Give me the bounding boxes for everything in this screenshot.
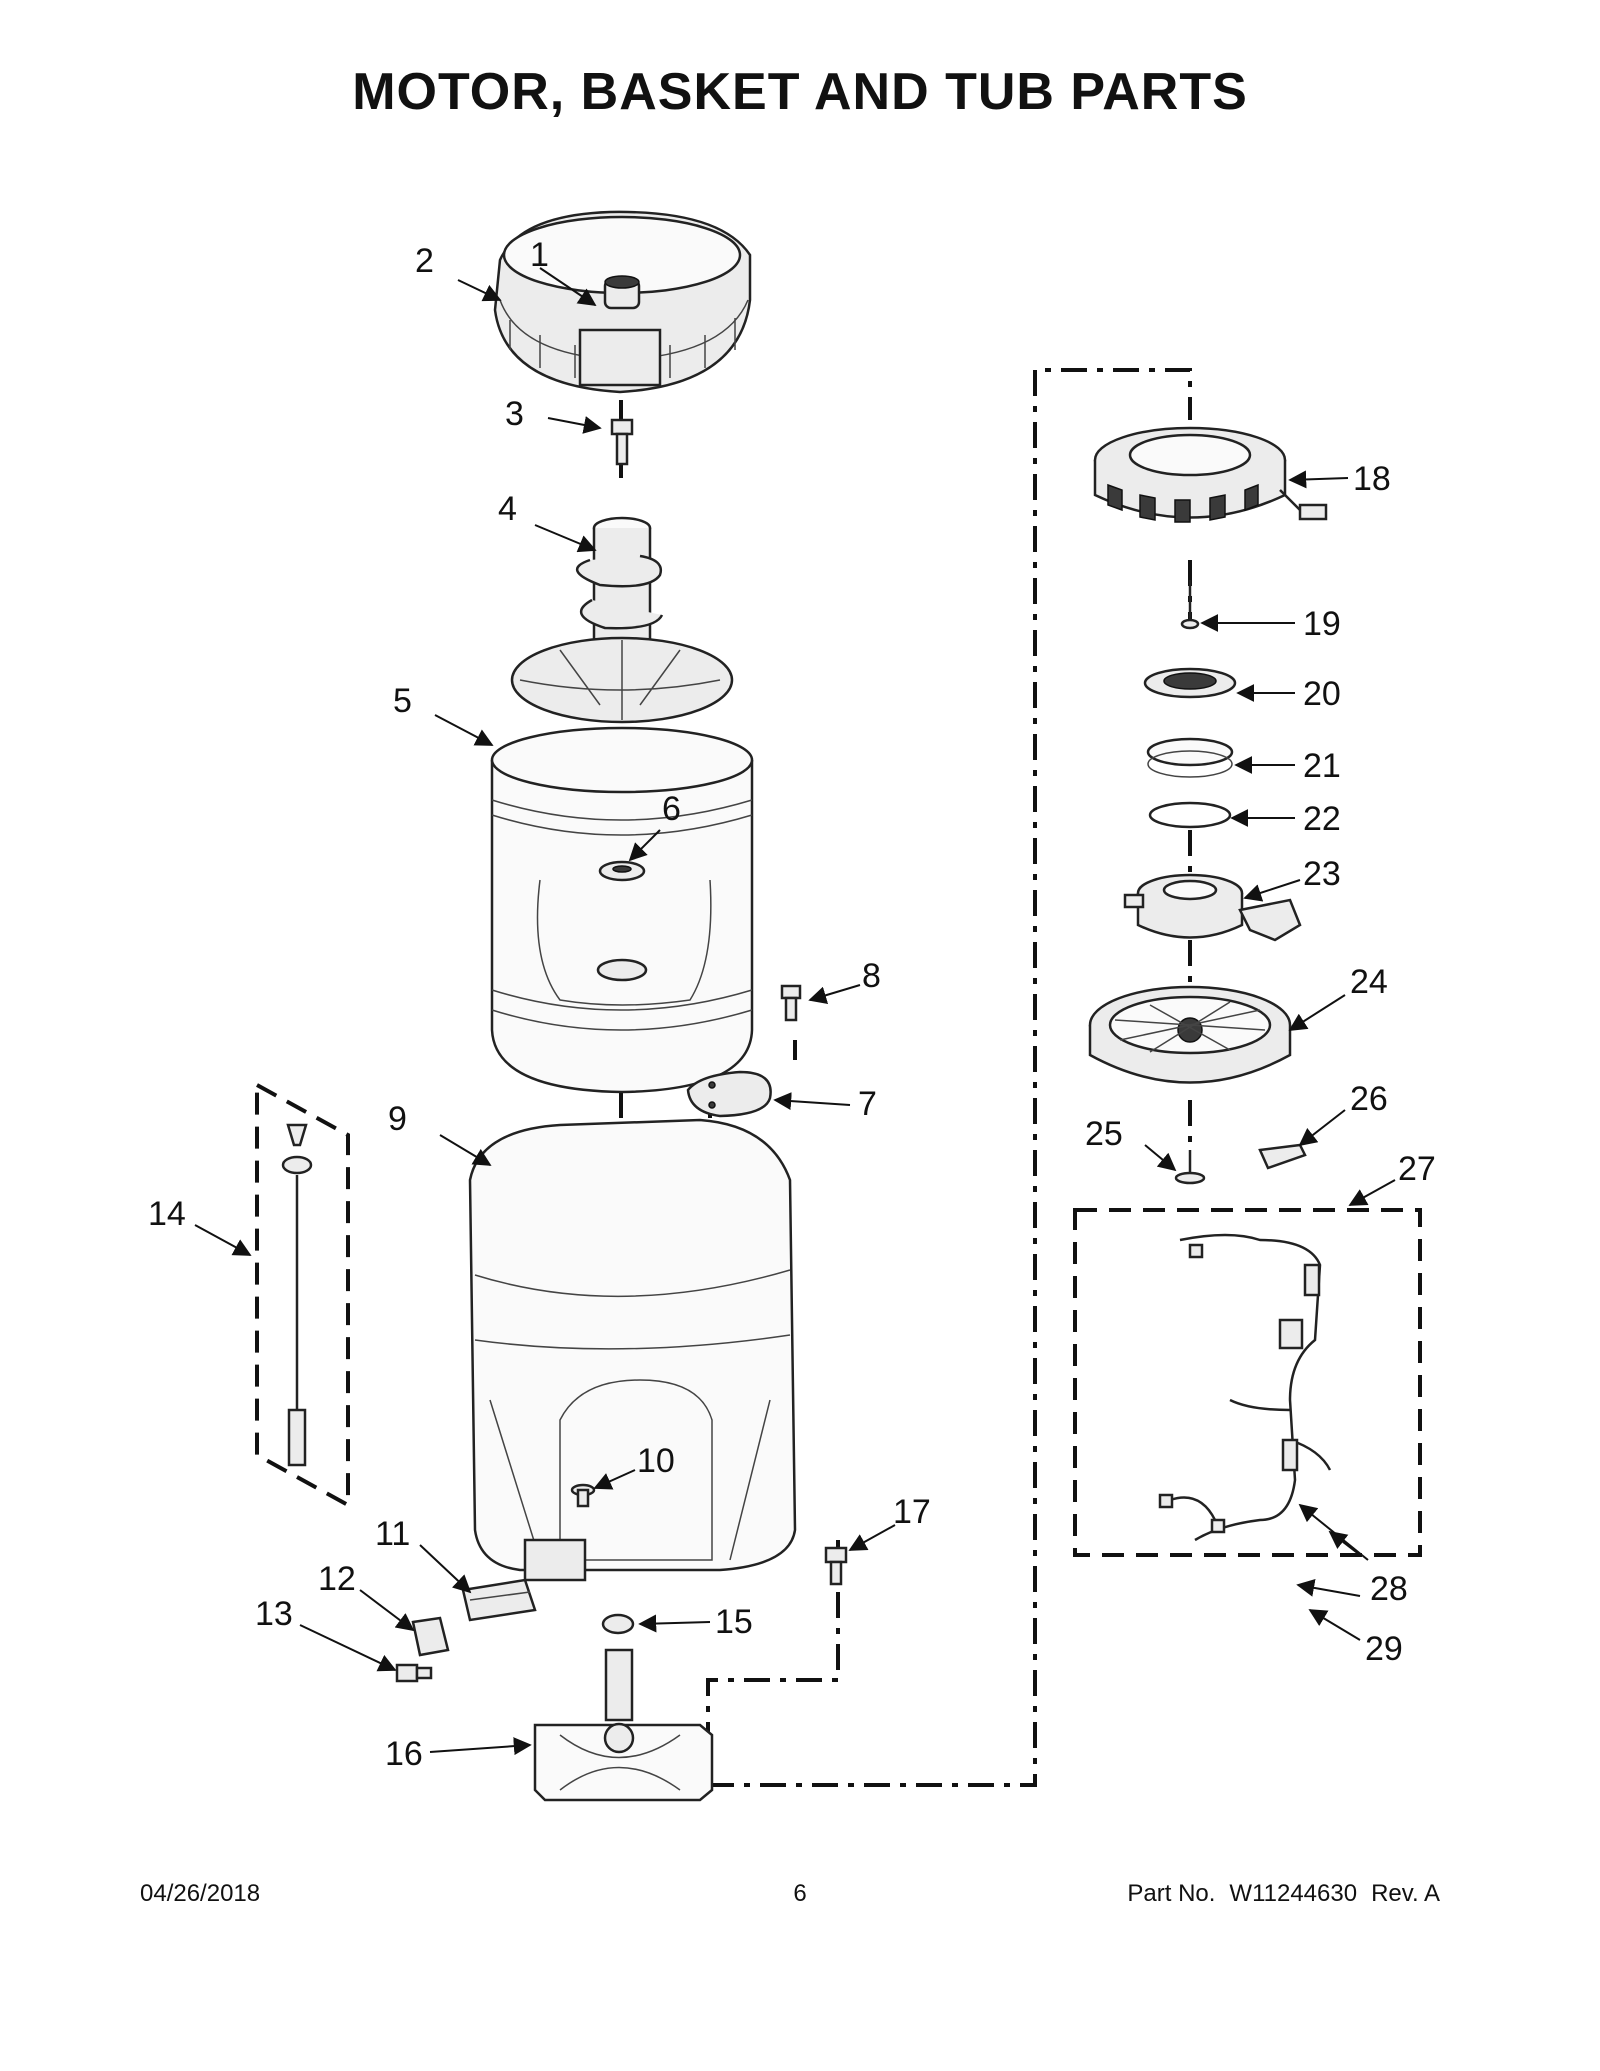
footer-page-number: 6 — [793, 1880, 807, 1907]
callout-12: 12 — [318, 1560, 356, 1598]
callout-22: 22 — [1303, 800, 1341, 838]
part-16-gearcase-drive — [533, 1648, 714, 1802]
callout-11: 11 — [375, 1515, 410, 1553]
part-13-screw — [395, 1663, 433, 1683]
callout-14: 14 — [148, 1195, 186, 1233]
callout-1: 1 — [530, 236, 549, 274]
part-9-tub — [468, 1118, 797, 1582]
part-7-bracket — [686, 1070, 772, 1118]
part-25-rotor-bolt — [1174, 1150, 1206, 1185]
callout-13: 13 — [255, 1595, 293, 1633]
part-14-suspension-rod — [255, 1081, 350, 1509]
callout-25: 25 — [1085, 1115, 1123, 1153]
callout-23: 23 — [1303, 855, 1341, 893]
callout-3: 3 — [505, 395, 524, 433]
part-21-ring — [1146, 737, 1234, 778]
callout-15: 15 — [715, 1603, 753, 1641]
part-24-rotor — [1088, 985, 1292, 1084]
part-20-bearing — [1143, 667, 1237, 699]
callout-10: 10 — [637, 1442, 675, 1480]
callout-27: 27 — [1398, 1150, 1436, 1188]
callout-leaders — [194, 267, 1396, 1756]
part-3-bolt — [610, 418, 634, 466]
part-6-bearing-seal — [596, 860, 648, 982]
callout-28: 28 — [1370, 1570, 1408, 1608]
part-10-screw — [570, 1483, 596, 1508]
part-18-stator — [1093, 426, 1328, 523]
callout-8: 8 — [862, 957, 881, 995]
callout-24: 24 — [1350, 963, 1388, 1001]
part-12-clip — [411, 1616, 450, 1657]
callout-17: 17 — [893, 1493, 931, 1531]
part-8-screw — [780, 984, 802, 1022]
callout-7: 7 — [858, 1085, 877, 1123]
footer-date: 04/26/2018 — [140, 1880, 261, 1907]
part-22-snap-ring — [1148, 801, 1232, 829]
callout-26: 26 — [1350, 1080, 1388, 1118]
callout-numbers: 1 2 3 4 5 6 7 8 9 10 11 12 13 14 15 16 1… — [148, 236, 1436, 1773]
callout-2: 2 — [415, 242, 434, 280]
callout-21: 21 — [1303, 747, 1341, 785]
callout-4: 4 — [498, 490, 517, 528]
callout-16: 16 — [385, 1735, 423, 1773]
part-19-bolt — [1180, 580, 1200, 630]
part-17-bolt — [824, 1546, 848, 1586]
part-23-shifter — [1123, 873, 1302, 942]
callout-18: 18 — [1353, 460, 1391, 498]
callout-leaders-28-29 — [1296, 1503, 1369, 1641]
footer-part-number: Part No. W11244630 Rev. A — [1113, 1880, 1440, 1908]
callout-29: 29 — [1365, 1630, 1403, 1668]
footer-part-label: Part No. — [1127, 1880, 1216, 1907]
part-1-cap — [603, 275, 641, 310]
part-11-pump-bracket — [461, 1578, 537, 1622]
footer-part-number-value: W11244630 — [1229, 1880, 1358, 1907]
part-26-sensor — [1258, 1143, 1307, 1170]
callout-5: 5 — [393, 682, 412, 720]
page-title: MOTOR, BASKET AND TUB PARTS — [352, 63, 1248, 121]
callout-9: 9 — [388, 1100, 407, 1138]
part-15-washer — [601, 1613, 635, 1635]
callout-19: 19 — [1303, 605, 1341, 643]
part-27-wire-harness — [1073, 1208, 1422, 1557]
callout-20: 20 — [1303, 675, 1341, 713]
part-5-basket — [490, 636, 754, 1094]
footer-revision: Rev. A — [1371, 1880, 1440, 1907]
callout-6: 6 — [662, 790, 681, 828]
